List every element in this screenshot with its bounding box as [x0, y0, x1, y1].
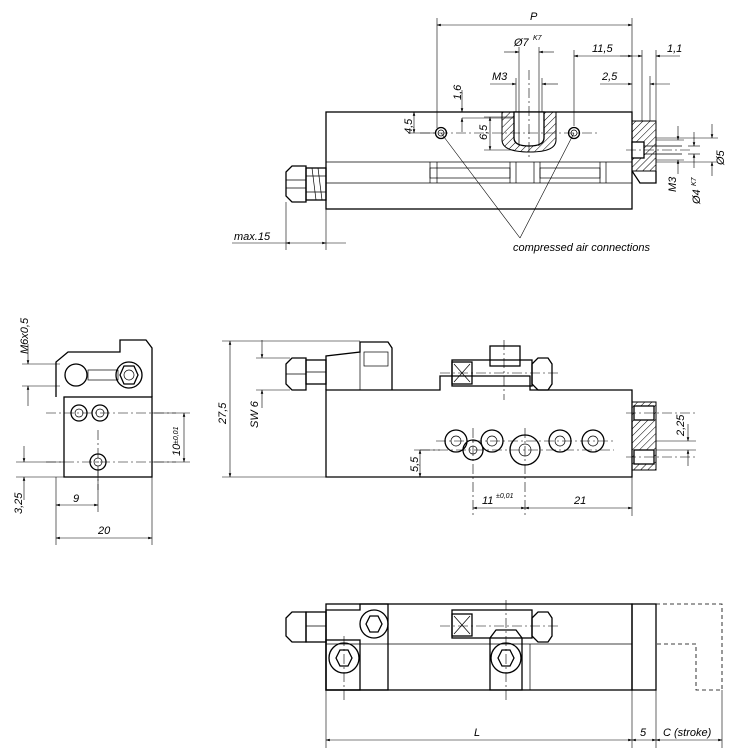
dim-max15: max.15	[234, 231, 271, 243]
end-view: M6x0,5 10 ±0,01 3,25 9 20	[13, 317, 190, 545]
dim-27-5: 27,5	[217, 402, 229, 425]
front-clamp-jaw	[325, 341, 393, 390]
dim-5-5: 5,5	[409, 456, 421, 472]
dim-m6: M6x0,5	[19, 317, 31, 354]
dim-p: P	[530, 11, 538, 23]
dim-21: 21	[573, 495, 586, 507]
dim-10-tol: ±0,01	[173, 426, 180, 444]
dim-d5: Ø5	[715, 149, 727, 166]
stroke-outline	[656, 603, 723, 691]
dim-l: L	[474, 727, 480, 739]
bottom-clamp-right	[489, 629, 523, 691]
dim-4-5: 4,5	[403, 118, 415, 134]
dim-bore: Ø7	[513, 37, 530, 49]
dim-sw6: SW 6	[249, 400, 261, 428]
dim-1-1: 1,1	[667, 43, 682, 55]
dim-11-tol: ±0,01	[496, 493, 514, 500]
top-view: P Ø7 K7 11,5 1,1 M3 2,5 1,6	[232, 11, 727, 254]
dim-m3-right: M3	[667, 176, 679, 192]
dim-bore-tol: K7	[533, 35, 543, 42]
end-view-body	[63, 396, 153, 478]
dim-2-25: 2,25	[675, 414, 687, 437]
note-air-connections: compressed air connections	[513, 242, 650, 254]
dim-pin: Ø4	[691, 189, 703, 205]
dim-pin-tol: K7	[691, 176, 698, 186]
front-hex-nut	[285, 357, 307, 391]
dim-stroke: C (stroke)	[663, 727, 712, 739]
dim-6-5: 6,5	[478, 124, 490, 140]
hex-nut	[285, 165, 307, 203]
end-clamp-bore	[64, 363, 88, 387]
piston-rod	[305, 167, 327, 201]
end-screw-head	[115, 361, 143, 389]
bottom-view: L 5 C (stroke)	[285, 600, 723, 748]
dim-3-25: 3,25	[13, 492, 25, 514]
bottom-body	[325, 603, 633, 691]
dim-1-6: 1,6	[452, 84, 464, 100]
front-view: 27,5 SW 6 5,5 11 ±0,01 21 2,25	[217, 340, 696, 516]
bottom-hex-nut	[285, 611, 307, 643]
dim-m3-top: M3	[492, 71, 508, 83]
front-body	[325, 375, 633, 478]
dim-11-5: 11,5	[592, 43, 613, 55]
end-view-top-profile	[55, 339, 153, 397]
dim-9: 9	[73, 493, 79, 505]
dim-11: 11	[482, 495, 493, 507]
dim-20: 20	[97, 525, 111, 537]
dim-10: 10	[171, 443, 183, 456]
dim-2-5: 2,5	[601, 71, 618, 83]
dim-5: 5	[640, 727, 647, 739]
bottom-clamp-left	[325, 603, 389, 691]
